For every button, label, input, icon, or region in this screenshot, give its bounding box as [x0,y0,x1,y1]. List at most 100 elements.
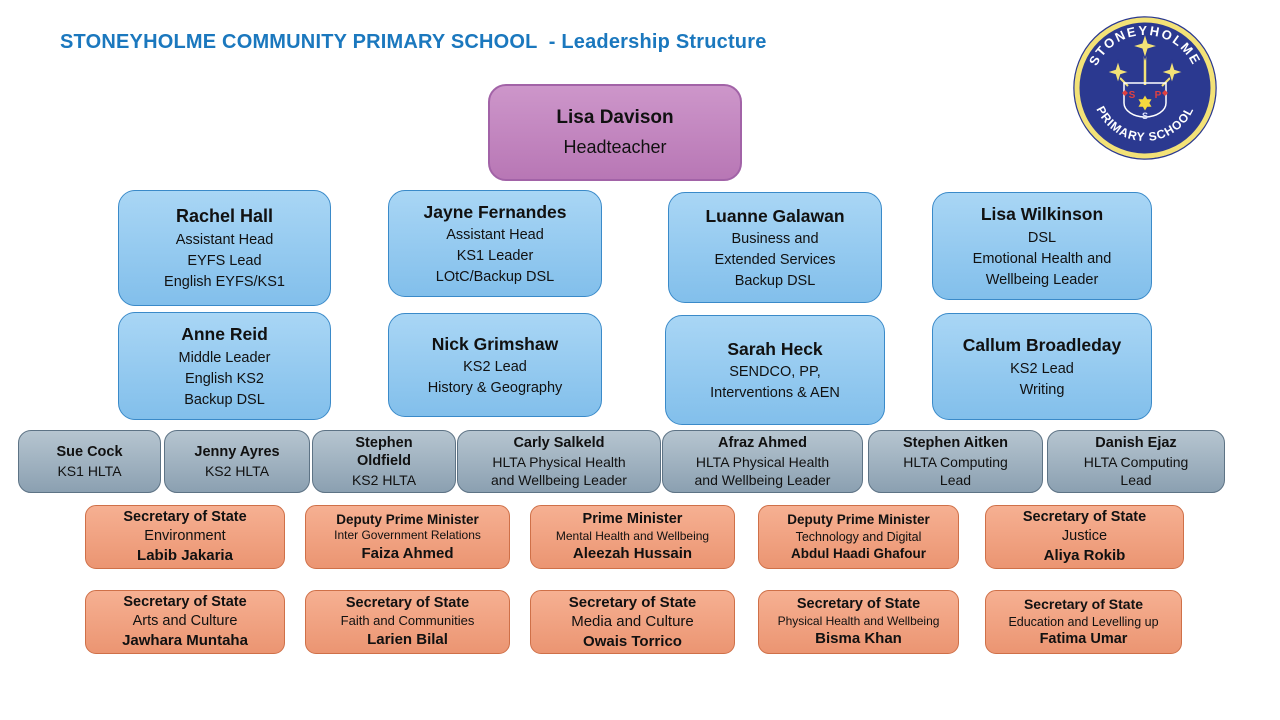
person-name: Abdul Haadi Ghafour [791,546,926,562]
person-name: Lisa Davison [556,106,674,128]
person-name: Fatima Umar [1039,630,1128,647]
person-name: Secretary of State [345,595,470,612]
person-name: Afraz Ahmed [718,434,807,451]
role-line: HLTA Physical Health [492,453,626,470]
person-name: Labib Jakaria [137,547,233,565]
person-name: Jayne Fernandes [423,201,567,222]
role-line: KS2 Lead [1010,360,1074,377]
role-line: Justice [1061,528,1108,545]
role-line: HLTA Physical Health [695,453,830,470]
role-line: and Wellbeing Leader [491,471,627,488]
role-line: Faith and Communities [340,613,475,629]
logo-crest: S P S [1106,32,1184,121]
role-line: Extended Services [714,252,836,269]
role-line: KS1 Leader [456,248,534,265]
person-name: Danish Ejaz [1095,434,1177,451]
person-name: Aliya Rokib [1043,547,1126,565]
role-line: HLTA Computing [1083,453,1189,470]
role-line: Technology and Digital [795,529,922,544]
person-name: Jenny Ayres [194,443,280,460]
role-line: Assistant Head [446,227,544,244]
person-name: Secretary of State [123,509,247,526]
person-name: Stephen [355,434,413,451]
role-line: KS2 HLTA [204,462,270,479]
role-line: History & Geography [427,380,563,397]
role-line: Backup DSL [734,273,816,290]
role-line: Arts and Culture [132,613,238,630]
person-name: Luanne Galawan [705,205,845,226]
person-name: Prime Minister [582,511,683,528]
person-name: Aleezah Hussain [572,545,693,563]
role-line: EYFS Lead [187,252,262,269]
role-line: Business and [731,231,819,248]
role-line: Writing [1019,381,1065,398]
person-name: Faiza Ahmed [361,544,454,562]
person-name: Anne Reid [181,324,268,345]
role-line: KS2 Lead [463,359,527,376]
person-name: Larien Bilal [367,631,448,649]
person-name: Sarah Heck [727,338,823,359]
person-name: Deputy Prime Minister [787,512,930,528]
role-line: Environment [144,528,226,545]
person-name: Nick Grimshaw [431,333,559,354]
role-line: English KS2 [185,370,264,387]
role-line: DSL [1027,229,1057,246]
person-name: Jawhara Muntaha [122,632,248,650]
person-name: Secretary of State [1023,596,1144,613]
person-name: Secretary of State [796,596,921,613]
role-line: Wellbeing Leader [985,271,1099,288]
role-line: HLTA Computing [903,453,1008,470]
role-line: Inter Government Relations [334,528,481,543]
shield-letter-bottom: S [1142,111,1148,121]
role-line: Lead [1120,471,1152,488]
person-name: Carly Salkeld [513,434,605,451]
page-title: STONEYHOLME COMMUNITY PRIMARY SCHOOL - L… [60,31,767,53]
role-line: Physical Health and Wellbeing [777,613,940,628]
role-line: English EYFS/KS1 [164,274,285,290]
role-line: LOtC/Backup DSL [435,269,555,286]
person-name: Owais Torrico [583,632,682,650]
role-line: and Wellbeing Leader [694,471,831,488]
person-name: Oldfield [357,453,411,470]
role-line: Interventions & AEN [710,385,840,402]
person-name: Stephen Aitken [902,434,1008,451]
role-line: KS2 HLTA [351,472,417,489]
role-line: SENDCO, PP, [729,364,821,381]
person-name: Sue Cock [56,443,123,460]
person-name: Secretary of State [123,594,247,611]
person-name: Secretary of State [1022,509,1147,526]
role-line: Lead [939,471,972,488]
role-line: Education and Levelling up [1008,614,1159,629]
role-line: KS1 HLTA [57,462,122,479]
school-logo-icon: STONEYHOLME PRIMARY SCHOOL S P S [1073,16,1217,160]
role-line: Media and Culture [571,613,694,631]
person-name: Bisma Khan [815,630,902,648]
role-line: Emotional Health and [972,250,1112,267]
person-name: Callum Broadleday [962,335,1122,356]
person-name: Secretary of State [568,593,697,611]
shield-letter-left: S [1129,90,1136,101]
role-line: Backup DSL [184,391,265,408]
